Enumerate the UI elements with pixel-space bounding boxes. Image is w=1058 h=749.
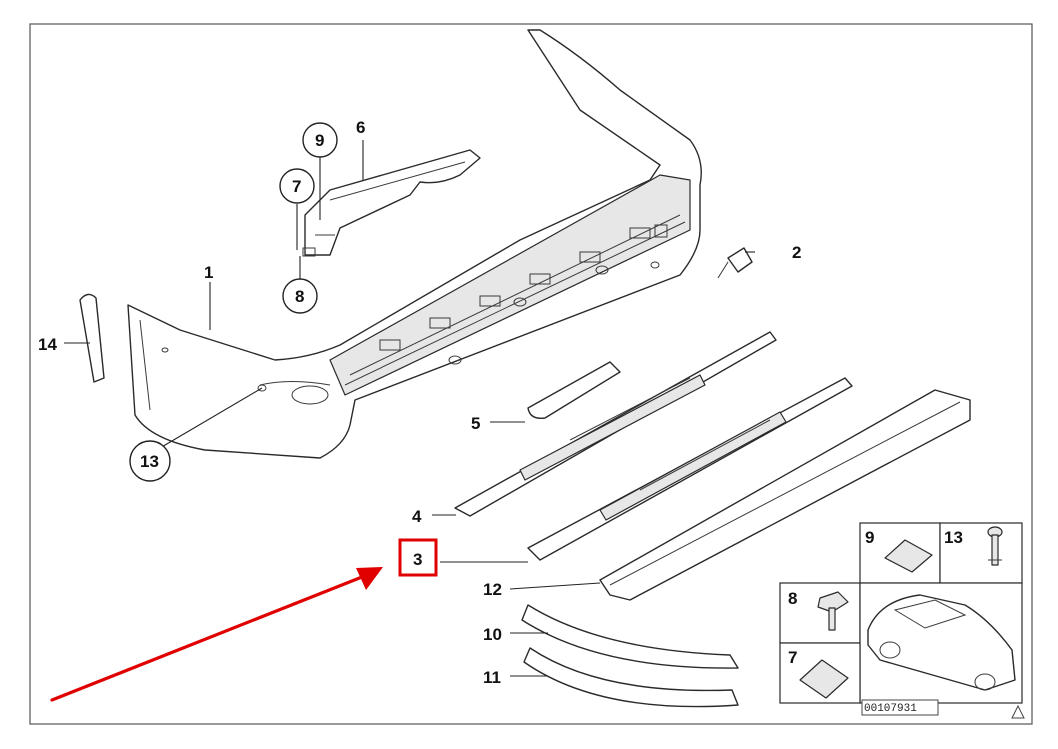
callout-circle-8 (282, 278, 318, 314)
callout-8: 8 (295, 287, 304, 306)
callout-6: 6 (356, 118, 365, 137)
diagram-frame (29, 23, 1033, 725)
callout-10: 10 (483, 625, 502, 644)
lower-trim-strip (599, 389, 971, 601)
leader-lines (64, 140, 755, 677)
clip-icon (799, 659, 849, 699)
highlight-box (398, 538, 438, 577)
highlight-arrow (50, 567, 383, 702)
screw-icon (987, 526, 1003, 566)
legend-grid: 00107931 (779, 522, 1025, 719)
rear-bumper (127, 29, 702, 459)
mounting-bracket (302, 149, 481, 257)
warning-triangle-icon (1011, 704, 1025, 719)
clip-nut-icon (884, 539, 933, 573)
tow-hook-cap (717, 247, 753, 279)
diagram-code: 00107931 (864, 703, 917, 715)
legend-label-8: 8 (788, 589, 797, 608)
callout-5: 5 (471, 414, 480, 433)
callout-circle-7 (279, 168, 315, 204)
legend-label-7: 7 (788, 648, 797, 667)
callout-4: 4 (412, 507, 422, 526)
lower-carrier (527, 377, 853, 561)
bolt-icon (817, 591, 849, 631)
upper-carrier (454, 331, 777, 517)
callout-11: 11 (483, 668, 501, 687)
callout-2: 2 (792, 243, 801, 262)
legend-label-13: 13 (944, 528, 963, 547)
corner-trim (527, 361, 621, 419)
trim-strip-upper (521, 604, 739, 669)
car-silhouette-icon (867, 594, 1016, 691)
callout-12: 12 (483, 580, 502, 599)
callout-circle-9 (302, 122, 338, 158)
callout-14: 14 (38, 335, 57, 354)
trim-strip-lower (523, 647, 739, 708)
side-strip (79, 293, 105, 383)
callout-3: 3 (413, 550, 422, 569)
callout-7: 7 (292, 177, 301, 196)
callout-circle-13 (129, 440, 171, 482)
callout-1: 1 (204, 263, 213, 282)
legend-label-9: 9 (865, 528, 874, 547)
callout-13: 13 (140, 452, 159, 471)
callout-9: 9 (315, 131, 324, 150)
